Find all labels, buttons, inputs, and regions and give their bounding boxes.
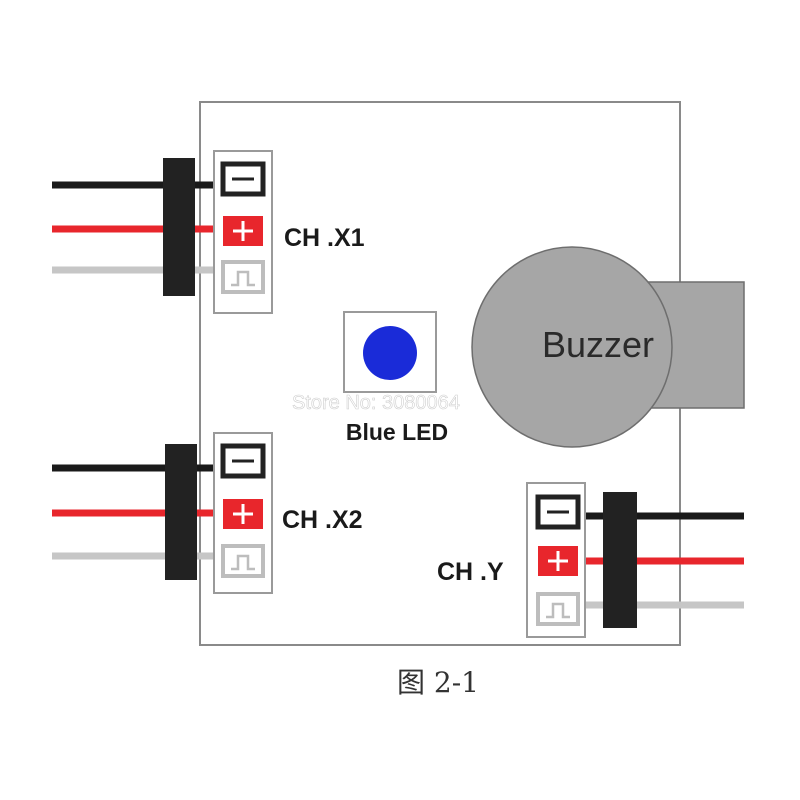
- pad-ground: [220, 443, 266, 479]
- store-watermark: Store No: 3080064: [292, 392, 460, 414]
- figure-caption: 图 2-1: [397, 666, 479, 699]
- connector-housing: [603, 492, 637, 628]
- connector-ch-x1: CH .X1: [52, 150, 365, 314]
- buzzer: Buzzer: [471, 246, 745, 448]
- channel-label-x2: CH .X2: [282, 506, 363, 534]
- channel-label-y: CH .Y: [437, 558, 504, 586]
- blue-led: Blue LED: [343, 311, 448, 445]
- pad-signal: [536, 592, 580, 626]
- pad-ground: [220, 161, 266, 197]
- connector-ch-x2: CH .X2: [52, 432, 363, 594]
- led-label: Blue LED: [346, 419, 448, 445]
- connector-housing: [165, 444, 197, 580]
- buzzer-body: [471, 246, 673, 448]
- pad-signal: [221, 544, 265, 578]
- connector-ch-y: CH .Y: [437, 482, 744, 638]
- channel-label-x1: CH .X1: [284, 224, 365, 252]
- buzzer-label: Buzzer: [542, 324, 654, 365]
- pad-signal: [221, 260, 265, 294]
- led-dot: [363, 326, 417, 380]
- connector-housing: [163, 158, 195, 296]
